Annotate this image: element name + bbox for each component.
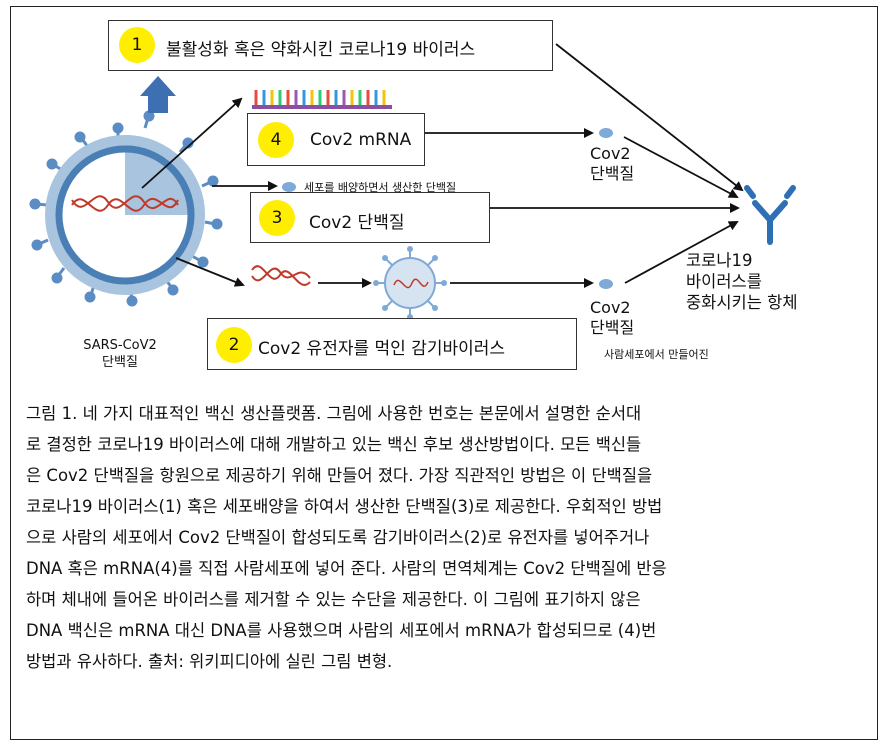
sars-cov2-virus <box>29 110 223 307</box>
caption-line: DNA 혹은 mRNA(4)를 직접 사람세포에 넣어 준다. 사람의 면역체계… <box>26 559 667 578</box>
virus-label-line1: SARS-CoV2 <box>88 234 162 249</box>
number-badge: 4 <box>258 122 294 158</box>
vaccine-box-cold-virus: 2 Cov2 유전자를 먹인 감기바이러스 <box>207 318 577 370</box>
caption-line: 코로나19 바이러스(1) 혹은 세포배양을 하여서 생산한 단백질(3)로 제… <box>26 497 663 516</box>
box-label: Cov2 mRNA <box>310 130 412 150</box>
spike-label-line1: SARS-CoV2 <box>83 338 157 353</box>
cell-culture-note: 세포를 배양하면서 생산한 단백질 <box>304 181 457 194</box>
protein-top-line1: Cov2 <box>590 144 631 163</box>
protein-top-line2: 단백질 <box>590 164 635 183</box>
antibody-icon <box>744 185 796 245</box>
caption-line: 으로 사람의 세포에서 Cov2 단백질이 합성되도록 감기바이러스(2)로 유… <box>26 528 650 547</box>
spike-label-line2: 단백질 <box>102 355 138 370</box>
caption-line: 그림 1. 네 가지 대표적인 백신 생산플랫폼. 그림에 사용한 번호는 본문… <box>26 404 642 423</box>
number-badge: 2 <box>216 327 252 363</box>
vaccine-box-inactivated-virus: 1 불활성화 혹은 약화시킨 코로나19 바이러스 <box>108 20 553 71</box>
antibody-line2: 바이러스를 <box>686 272 762 291</box>
box-label: 불활성화 혹은 약화시킨 코로나19 바이러스 <box>166 40 476 60</box>
number-badge: 1 <box>119 27 155 63</box>
dna-fragment-icon <box>251 265 311 286</box>
protein-dot-culture <box>282 182 296 192</box>
human-cell-note: 사람세포에서 만들어진 <box>604 348 709 361</box>
protein-dot-bottom <box>599 279 613 289</box>
caption-line: 은 Cov2 단백질을 항원으로 제공하기 위해 만들어 졌다. 가장 직관적인… <box>26 466 653 485</box>
protein-bottom-line1: Cov2 <box>590 298 631 317</box>
figure-frame <box>10 6 878 740</box>
box-label: Cov2 유전자를 먹인 감기바이러스 <box>258 339 506 359</box>
virus-label-line2: 유전자 <box>107 250 143 265</box>
caption-line: 방법과 유사하다. 출처: 위키피디아에 실린 그림 변형. <box>26 652 393 671</box>
spike-protein-label: SARS-CoV2 단백질 <box>70 337 170 371</box>
antibody-label: 코로나19 바이러스를 중화시키는 항체 <box>686 250 798 313</box>
protein-bottom-label: Cov2 단백질 <box>590 298 634 338</box>
vaccine-box-mrna: 4 Cov2 mRNA <box>247 113 425 166</box>
up-arrow-icon <box>140 76 176 113</box>
protein-bottom-line2: 단백질 <box>590 318 635 337</box>
virus-genome-label: SARS-CoV2 유전자 <box>70 234 180 266</box>
figure-caption: 그림 1. 네 가지 대표적인 백신 생산플랫폼. 그림에 사용한 번호는 본문… <box>26 398 866 677</box>
antibody-line3: 중화시키는 항체 <box>686 293 798 312</box>
caption-line: 로 결정한 코로나19 바이러스에 대해 개발하고 있는 백신 후보 생산방법이… <box>26 435 642 454</box>
caption-line: 하며 체내에 들어온 바이러스를 제거할 수 있는 수단을 제공한다. 이 그림… <box>26 590 641 609</box>
box-label: Cov2 단백질 <box>309 213 405 233</box>
antibody-line1: 코로나19 <box>686 251 753 270</box>
number-badge: 3 <box>259 200 295 236</box>
vaccine-box-protein: 3 Cov2 단백질 <box>250 192 490 243</box>
flow-arrows <box>141 43 744 288</box>
mrna-strand-icon <box>252 90 392 109</box>
protein-top-label: Cov2 단백질 <box>590 144 634 184</box>
caption-line: DNA 백신은 mRNA 대신 DNA를 사용했으며 사람의 세포에서 mRNA… <box>26 621 657 640</box>
protein-dot-top <box>599 128 613 138</box>
diagram-graphics <box>29 43 796 320</box>
cold-virus-icon <box>373 246 447 320</box>
